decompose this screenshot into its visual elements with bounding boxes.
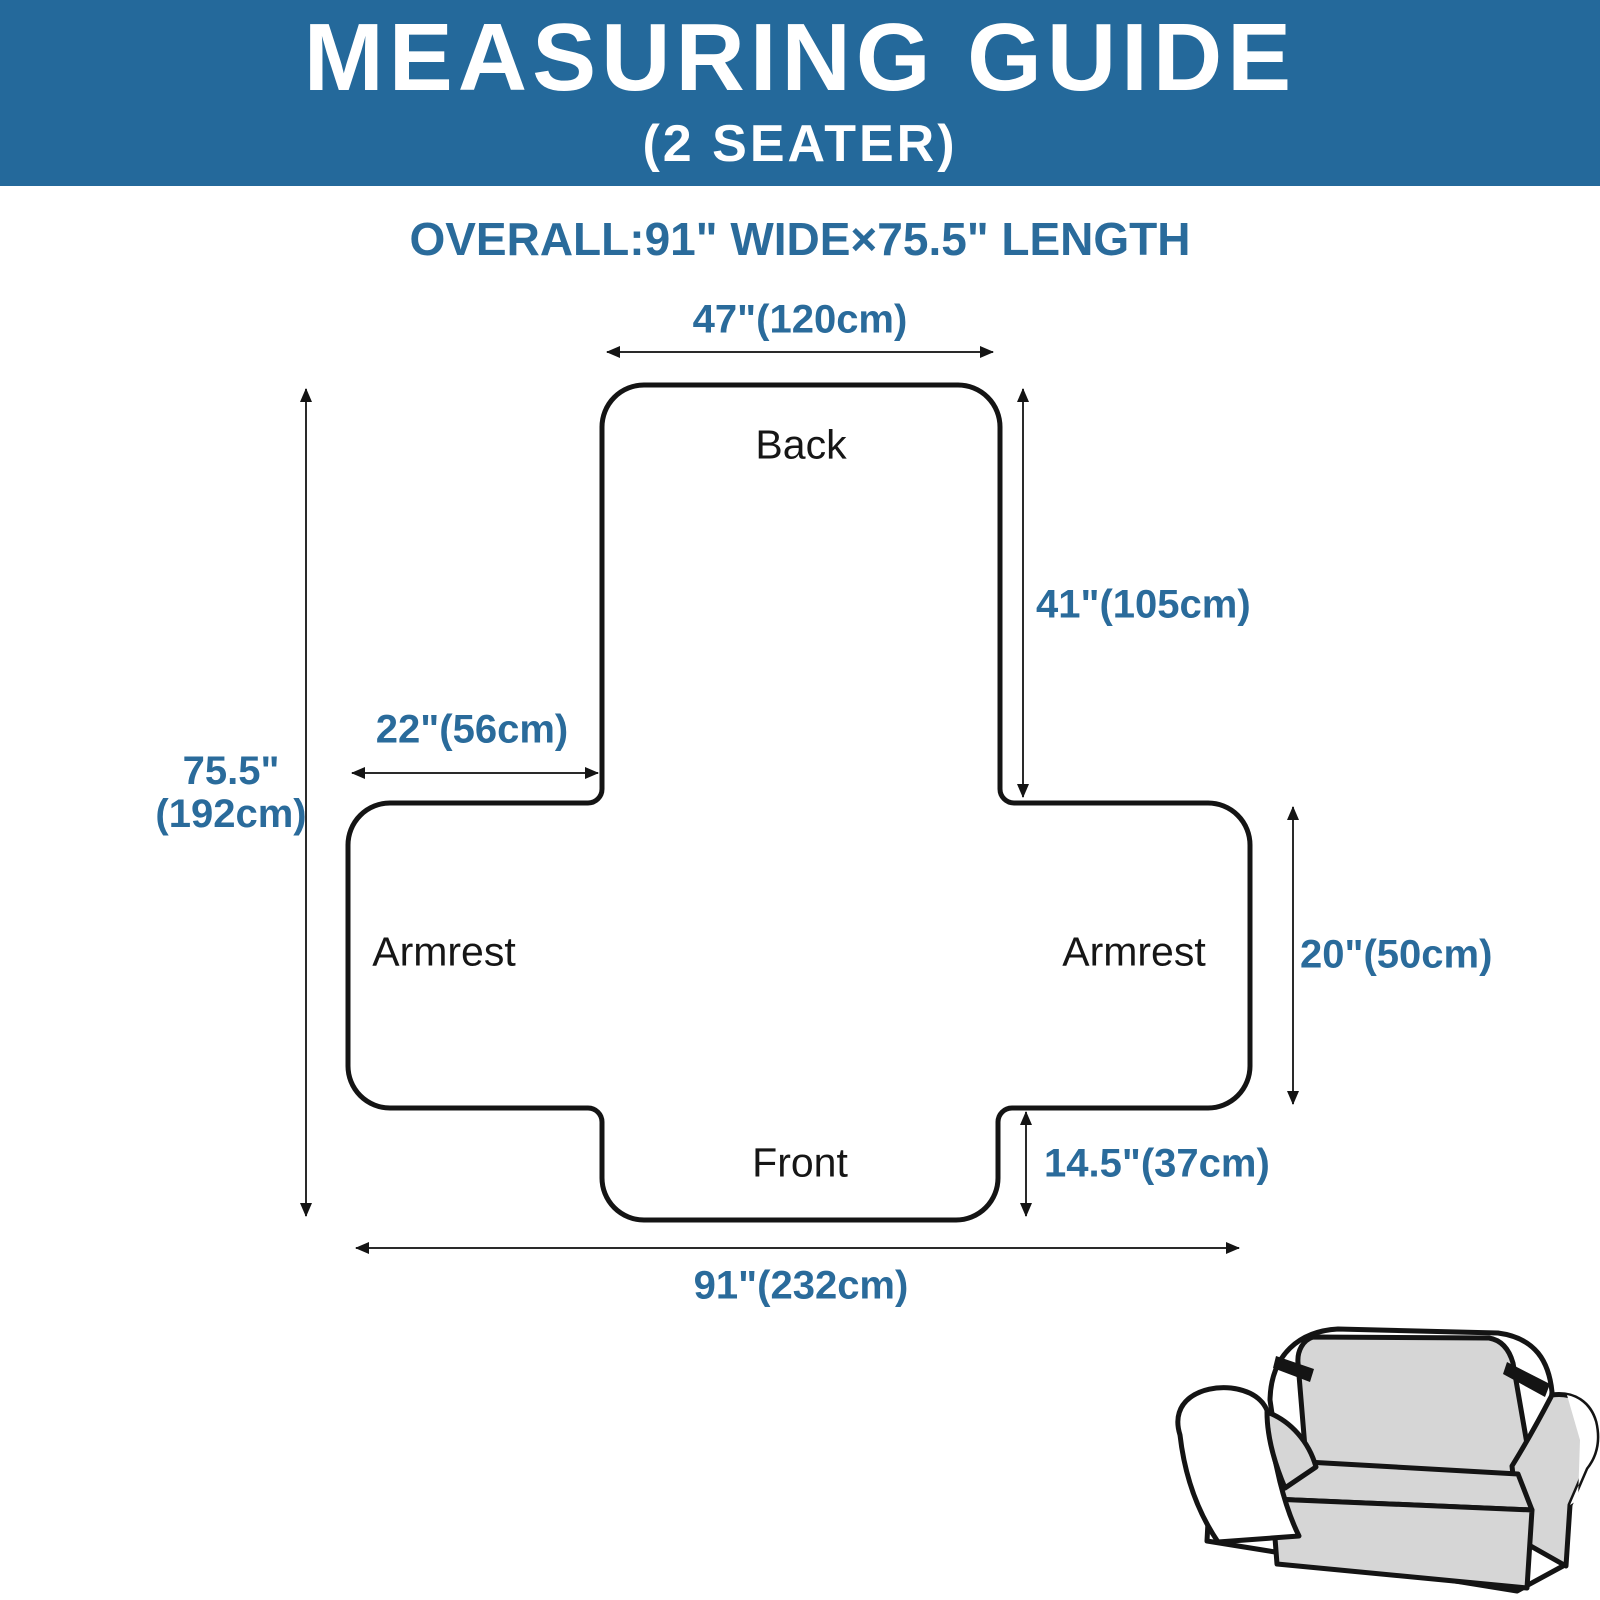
dim-label-overall-width: 91"(232cm) [693,1263,909,1308]
dim-label-overall-length: 75.5" (192cm) [155,748,307,836]
dim-label-armrest-width: 22"(56cm) [375,707,569,752]
dim-label-overall-length-cm: (192cm) [155,792,307,836]
sofa-seat-front [1269,1496,1535,1591]
header-banner: MEASURING GUIDE (2 SEATER) [0,0,1600,186]
sofa-strap-right [1503,1362,1550,1397]
page-title: MEASURING GUIDE [303,4,1297,111]
section-label-back: Back [755,421,847,468]
dim-label-front-height: 14.5"(37cm) [1044,1141,1270,1186]
cover-outline-shape [345,382,1253,1223]
sofa-arm-left-top [1264,1409,1319,1491]
page-subtitle: (2 SEATER) [642,115,958,173]
section-label-armrest-right: Armrest [1062,928,1206,975]
dim-label-back-width: 47"(120cm) [692,297,908,342]
sofa-strap-left [1273,1356,1314,1382]
dim-label-armrest-height: 20"(50cm) [1300,932,1493,977]
section-label-armrest-left: Armrest [372,928,516,975]
dim-label-overall-length-inches: 75.5" [182,748,280,793]
section-label-front: Front [752,1139,848,1186]
sofa-arm-right-front [1567,1395,1597,1505]
sofa-illustration [1175,1326,1600,1594]
dim-label-back-height: 41"(105cm) [1036,582,1251,627]
overall-dimensions-text: OVERALL:91" WIDE×75.5" LENGTH [409,213,1191,265]
